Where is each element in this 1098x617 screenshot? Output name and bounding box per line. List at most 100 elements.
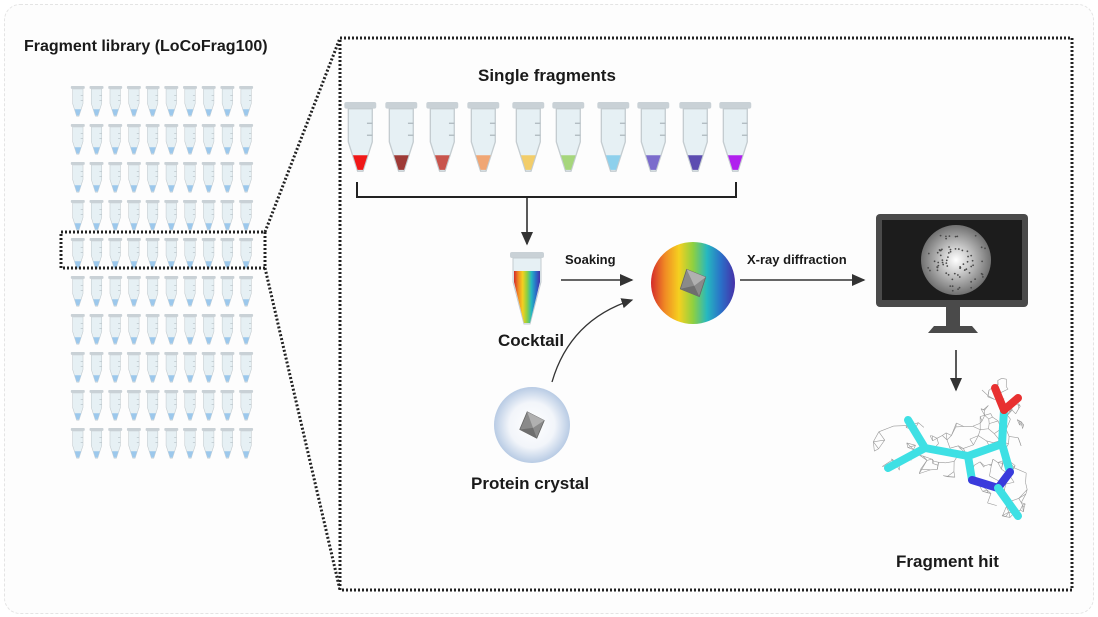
diffraction-spot [957,248,960,250]
diffraction-spot [974,278,977,281]
library-tube [108,86,123,117]
library-tube [145,162,160,193]
library-tube [126,124,141,155]
diffraction-spot [936,269,939,272]
library-title: Fragment library (LoCoFrag100) [24,38,268,55]
library-tube [164,200,179,231]
fragment-tube [637,102,670,172]
library-tube [70,276,85,307]
library-tube [183,162,197,193]
library-tube [183,86,197,117]
library-tube [70,200,85,231]
fragment-tube [597,102,630,172]
diffraction-spot [941,261,944,264]
selected-row-highlight [59,230,267,270]
diffraction-spot [984,247,986,250]
library-tube [89,352,104,383]
diffraction-spot [945,237,948,240]
protein-crystal [494,387,570,463]
library-tube [220,352,235,383]
diffraction-spot [938,249,941,251]
diffraction-pattern [921,225,991,295]
fragment-tube [467,102,500,172]
library-tube [145,86,160,117]
diffraction-spot [951,285,954,288]
library-tube [220,124,235,155]
library-tube [164,86,179,117]
library-tube [183,352,197,383]
diffraction-spot [939,254,942,257]
library-tube [70,428,85,459]
library-tube [164,352,179,383]
diffraction-spot [958,286,961,289]
library-tube [145,276,160,307]
diffraction-spot [967,255,969,258]
library-tube [108,124,123,155]
diffraction-spot [941,259,944,262]
diffraction-spot [980,246,983,249]
diffraction-spot [949,285,952,288]
diffraction-spot [970,265,973,268]
library-tube [220,162,235,193]
library-tube [89,162,104,193]
library-tube [220,86,235,117]
diffraction-spot [945,272,948,275]
library-tube [201,314,216,345]
crystal-to-soak-arrow [551,298,634,383]
single-fragment-tubes [344,102,752,172]
diffraction-spot [981,260,984,263]
diffraction-spot [936,266,939,269]
library-tube [220,276,235,307]
library-tube [220,238,235,269]
library-tube [201,428,216,459]
library-tube [164,238,179,269]
library-tube [70,162,85,193]
diffraction-spot [927,252,930,255]
fragment-tube [344,102,377,172]
library-tube [201,276,216,307]
library-tube [220,390,235,421]
diffraction-spot [941,248,943,251]
diffraction-spot [951,278,954,281]
diffraction-spot [947,256,949,259]
fragment-tube [426,102,459,172]
library-tube [239,428,254,459]
library-tube [201,238,216,269]
library-tube [183,238,197,269]
library-tube [164,428,179,459]
library-tube [145,124,160,155]
library-tube [145,238,160,269]
diffraction-spot [966,250,969,253]
diffraction-spot [981,276,984,278]
library-tube [70,86,85,117]
library-tube [108,276,123,307]
diffraction-spot [937,264,940,267]
library-tube [220,314,235,345]
fragment-tube [719,102,752,172]
library-tube [220,200,235,231]
diffraction-spot [946,265,949,267]
library-tube [108,162,123,193]
library-tube [126,200,141,231]
diffraction-spot [948,235,951,238]
fragment-hit-label: Fragment hit [896,552,999,571]
diffraction-spot [947,273,950,276]
diffraction-spot [945,259,948,262]
stick-model [884,384,1022,520]
library-tube [126,162,141,193]
diffraction-spot [945,262,948,265]
library-tube [108,428,123,459]
diffraction-spot [965,268,968,271]
diffraction-spot [963,269,966,271]
diffraction-spot [961,249,964,252]
fragment-tube [552,102,585,172]
library-tube [183,200,197,231]
diffraction-spot [954,247,957,250]
library-tube [89,314,104,345]
library-tube [201,162,216,193]
library-tube [70,124,85,155]
fragment-tube [385,102,418,172]
library-tube [145,428,160,459]
library-tube [108,390,123,421]
